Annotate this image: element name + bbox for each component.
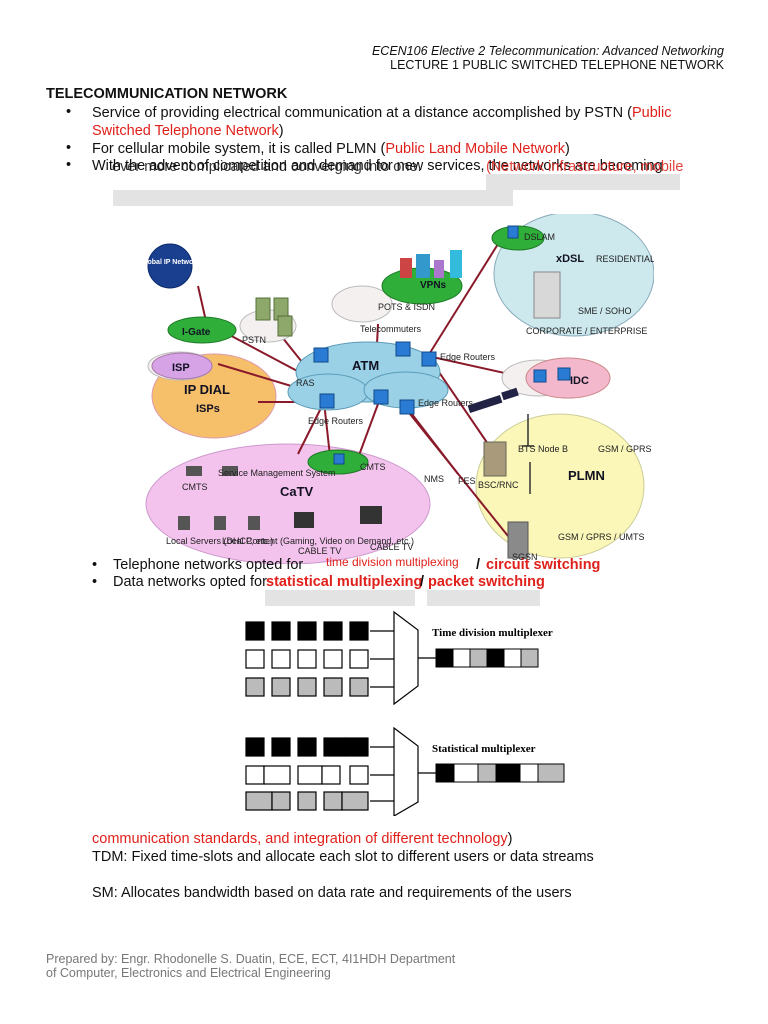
bullet-data-stat: statistical multiplexing [266, 574, 423, 590]
bullet-data-packet: packet switching [428, 574, 545, 590]
label-cable-tv-2: CABLE TV [370, 542, 413, 552]
bullet-overlay-red: (Network infrastructure, mobile [486, 159, 684, 175]
bullet-convergence: With the advent of competition and deman… [92, 158, 663, 174]
label-corporate: CORPORATE / ENTERPRISE [526, 326, 647, 336]
label-cmts-1: CMTS [182, 482, 208, 492]
label-bsc: BSC/RNC [478, 480, 519, 490]
bts-tower-icons [522, 414, 534, 494]
footer-line-2: of Computer, Electronics and Electrical … [46, 966, 331, 980]
bullet-telephone-text: Telephone networks opted for [113, 557, 304, 573]
router-icons [313, 225, 571, 465]
placeholder-bar [427, 590, 540, 606]
label-telecommuters: Telecommuters [360, 324, 422, 334]
bullet-marker: • [66, 140, 72, 156]
network-diagram: Global IP Network [140, 214, 654, 564]
footer-line-1: Prepared by: Engr. Rhodonelle S. Duatin,… [46, 952, 456, 966]
label-local-content: Local Content (Gaming, Video on Demand, … [222, 536, 414, 546]
catv-region [145, 443, 431, 564]
bullet-marker: • [66, 157, 72, 173]
label-bts: BTS Node B [518, 444, 568, 454]
stat-output [435, 763, 565, 783]
bullet-telephone-slash: / [476, 557, 481, 573]
label-gsm-1: GSM / GPRS / UMTS [598, 444, 654, 454]
bullet-plmn: For cellular mobile system, it is called… [92, 141, 570, 157]
label-tdm: Time division multiplexer [432, 627, 553, 639]
label-igate: I-Gate [182, 327, 211, 338]
bsc-rack-icon [483, 441, 507, 477]
label-nms: NMS [424, 474, 444, 484]
label-pstn: PSTN [242, 335, 266, 345]
catv-device-icons [178, 466, 382, 530]
pstn-switch-icons [255, 297, 293, 337]
label-cmts-2: CMTS [360, 462, 386, 472]
label-residential: RESIDENTIAL [596, 254, 654, 264]
isp-cloud [151, 352, 213, 380]
label-edge-routers-3: Edge Routers [418, 398, 474, 408]
course-header: ECEN106 Elective 2 Telecommunication: Ad… [371, 44, 724, 58]
label-local-servers: Local Servers (DHCP, etc.) [166, 536, 273, 546]
label-dslam: DSLAM [524, 232, 555, 242]
label-plmn: PLMN [568, 468, 605, 483]
bullet-telephone-circuit: circuit switching [486, 557, 601, 573]
stat-input-rows [245, 737, 369, 811]
tdm-lines [370, 610, 436, 706]
placeholder-bar [486, 174, 680, 190]
bullet-marker: • [66, 104, 72, 120]
bullet-telephone-tdm: time division multiplexing [326, 555, 459, 569]
label-isp: ISP [172, 362, 190, 374]
label-edge-routers-1: Edge Routers [308, 416, 364, 426]
label-ras: RAS [296, 378, 315, 388]
bullet-pstn: Service of providing electrical communic… [92, 105, 672, 139]
placeholder-bar [113, 190, 513, 206]
label-catv: CaTV [280, 484, 314, 499]
placeholder-bar [265, 590, 415, 606]
label-xdsl: xDSL [556, 253, 584, 265]
label-ipdial: IP DIAL [184, 382, 230, 397]
tdm-note: TDM: Fixed time-slots and allocate each … [92, 849, 594, 865]
bullet-marker: • [92, 574, 98, 590]
label-sme: SME / SOHO [578, 306, 632, 316]
label-vpns: VPNs [420, 280, 447, 291]
label-isps: ISPs [196, 403, 220, 415]
corporate-building-icon [533, 271, 561, 319]
label-edge-routers-2: Edge Routers [440, 352, 496, 362]
label-idc: IDC [570, 375, 589, 387]
tdm-input-rows [245, 621, 369, 697]
label-global-ip: Global IP Network [140, 259, 200, 266]
label-cable-tv-1: CABLE TV [298, 546, 341, 556]
section-title: TELECOMMUNICATION NETWORK [46, 86, 288, 102]
vpn-building-icons [400, 250, 462, 278]
multiplexer-diagram: Time division multiplexer Statistical mu… [245, 610, 565, 816]
atm-cloud [287, 341, 449, 411]
satellite-icon [467, 387, 519, 414]
label-sgsn: SGSN [512, 552, 538, 562]
sm-note: SM: Allocates bandwidth based on data ra… [92, 885, 572, 901]
label-service-mgmt: Service Management System [218, 468, 336, 478]
bullet-overlay-text: ever more complicated and converging int… [112, 159, 422, 175]
label-pots: POTS & ISDN [378, 302, 435, 312]
bullet-data-text: Data networks opted for [113, 574, 267, 590]
globe-icon [147, 243, 193, 289]
comm-standards-line: communication standards, and integration… [92, 831, 513, 847]
label-atm: ATM [352, 358, 379, 373]
stat-lines [370, 726, 436, 816]
label-gsm-2: GSM / GPRS / UMTS [558, 532, 645, 542]
tdm-output [435, 648, 539, 668]
label-fes: FES [458, 476, 476, 486]
sgsn-rack-icon [507, 521, 529, 559]
bullet-data-slash: / [420, 574, 425, 590]
bullet-marker: • [92, 557, 98, 573]
label-stat: Statistical multiplexer [432, 743, 536, 755]
lecture-header: LECTURE 1 PUBLIC SWITCHED TELEPHONE NETW… [390, 58, 724, 72]
